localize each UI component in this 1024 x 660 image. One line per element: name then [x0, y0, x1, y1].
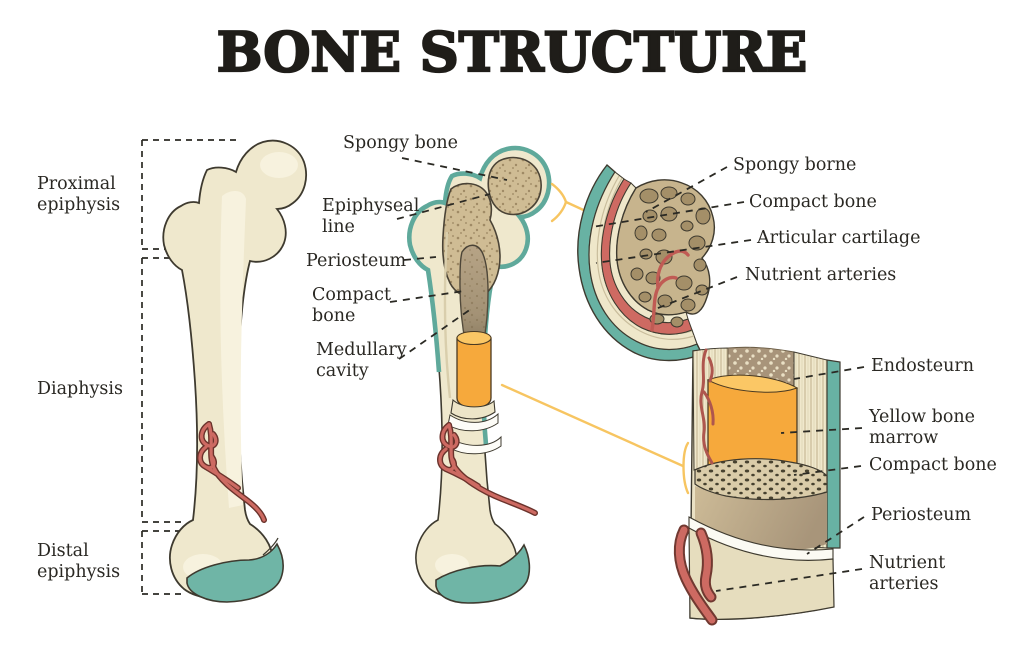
bracket-lines — [141, 139, 238, 595]
label-compact-bone-bottom-right: Compact bone — [869, 455, 997, 475]
distal-condyle-line — [262, 537, 279, 556]
fan-nutrient-vessel — [650, 249, 690, 332]
cut-white-band-2 — [449, 435, 502, 455]
diaphysis-cross-section-figure — [673, 346, 841, 626]
label-medullary-cavity: Medullary cavity — [316, 340, 407, 381]
inner-cortex-line — [443, 231, 452, 399]
epiphysis-cross-section-figure — [577, 163, 716, 362]
label-yellow-bone-marrow: Yellow bone marrow — [869, 407, 976, 448]
bone-highlight-shaft — [220, 190, 246, 509]
medullary-cavity-shade — [460, 245, 488, 345]
marrow-cylinder — [456, 337, 492, 409]
label-compact-bone: Compact bone — [312, 285, 391, 326]
bone-section-figure — [407, 145, 552, 604]
leader-lines — [389, 157, 865, 592]
artery-thin-top — [699, 348, 715, 465]
label-proximal-epiphysis: Proximal epiphysis — [37, 174, 121, 215]
label-periosteum-bottom-right: Periosteum — [871, 505, 972, 525]
artery-bone-section — [437, 422, 538, 516]
distal-cartilage-pad — [186, 542, 284, 603]
whole-bone-figure — [162, 139, 307, 603]
distal-cartilage-pad-section — [435, 543, 531, 604]
label-endosteum: Endosteurn — [871, 356, 975, 376]
label-nutrient-arteries-bottom-right: Nutrient arteries — [869, 553, 946, 594]
label-distal-epiphysis: Distal epiphysis — [37, 541, 121, 582]
bone-highlight-head — [260, 152, 298, 178]
block-cut-dotted-band — [694, 458, 828, 501]
cut-ledge — [450, 398, 496, 420]
artery-bottom-big — [673, 524, 718, 626]
page-title: BONE STRUCTURE — [216, 20, 809, 84]
label-compact-bone-top-right: Compact bone — [749, 192, 877, 212]
label-periosteum: Periosteum — [306, 251, 407, 271]
label-spongy-borne: Spongy borne — [733, 155, 857, 175]
label-diaphysis: Diaphysis — [37, 379, 123, 399]
block-marrow-top — [706, 374, 799, 393]
label-articular-cartilage: Articular cartilage — [757, 228, 921, 248]
spongy-bone-head — [487, 156, 542, 216]
fan-band-stripe-1 — [596, 175, 695, 340]
block-bottom — [688, 526, 835, 620]
fan-trabecule-lumps — [630, 186, 711, 328]
cut-white-band-1 — [447, 412, 499, 432]
label-epiphyseal-line: Epiphyseal line — [322, 196, 420, 237]
marrow-top — [456, 330, 492, 346]
label-nutrient-arteries-top-right: Nutrient arteries — [745, 265, 897, 285]
artery-whole-bone — [197, 421, 267, 523]
block-endosteum-teal-strip — [826, 359, 841, 549]
label-spongy-bone: Spongy bone — [343, 133, 459, 153]
